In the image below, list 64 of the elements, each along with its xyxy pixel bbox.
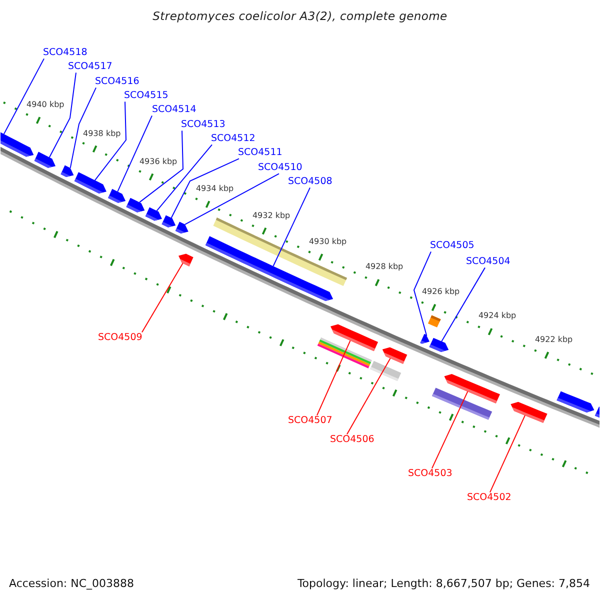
leader-line	[156, 144, 212, 212]
tick-label: 4936 kbp	[139, 156, 178, 166]
gene-block	[330, 324, 378, 352]
tick-label: 4926 kbp	[422, 287, 460, 297]
leader-line	[490, 414, 526, 493]
leader-line	[316, 340, 351, 416]
gene-label: SCO4505	[430, 240, 474, 252]
gene-block	[34, 152, 56, 168]
leader-line	[413, 251, 432, 336]
gene-label: SCO4511	[238, 147, 282, 159]
leader-line	[117, 115, 152, 192]
tick-label: 4940 kbp	[26, 100, 64, 110]
tick-label: 4930 kbp	[308, 236, 347, 246]
gene-block	[510, 402, 548, 423]
leader-line	[272, 187, 310, 267]
leader-line	[432, 391, 468, 469]
gene-block	[0, 132, 34, 157]
leader-line	[184, 173, 280, 225]
gene-block	[429, 338, 449, 352]
tick-label: 4924 kbp	[478, 311, 516, 321]
gene-label: SCO4502	[467, 492, 512, 504]
gene-label: SCO4504	[466, 256, 510, 268]
gene-block	[178, 254, 194, 266]
gene-label: SCO4516	[95, 76, 140, 88]
gene-block	[444, 374, 500, 404]
gene-block	[74, 172, 106, 194]
gene-label: SCO4517	[68, 61, 112, 73]
leader-line	[441, 267, 486, 342]
gene-label: SCO4507	[288, 415, 332, 427]
gene-block	[162, 215, 176, 228]
gene-label: SCO4514	[152, 104, 196, 116]
tick-label: 4922 kbp	[534, 335, 573, 345]
gene-label: SCO4509	[98, 332, 142, 344]
gene-block	[145, 207, 162, 221]
leader-line	[3, 58, 44, 135]
gene-block	[108, 188, 126, 203]
leader-line	[48, 72, 76, 158]
map-title: Streptomyces coelicolor A3(2), complete genome	[152, 10, 448, 24]
leader-line	[142, 262, 184, 333]
leader-line	[170, 158, 240, 218]
tick-label: 4934 kbp	[196, 184, 234, 194]
gene-label: SCO4503	[408, 468, 452, 480]
leader-line	[139, 130, 184, 203]
gene-label: SCO4515	[124, 90, 168, 102]
gene-label: SCO4513	[181, 119, 226, 131]
tick-label: 4928 kbp	[365, 262, 404, 272]
gene-label: SCO4518	[43, 47, 88, 59]
gene-label: SCO4512	[211, 133, 256, 145]
gene-label: SCO4506	[330, 434, 374, 446]
gene-label: SCO4508	[288, 176, 332, 188]
tick-label: 4932 kbp	[252, 210, 290, 220]
genome-stats-label: Topology: linear; Length: 8,667,507 bp; Genes: 7,854	[297, 577, 590, 590]
leader-line	[70, 87, 96, 168]
gene-block	[420, 334, 430, 344]
gene-block	[205, 236, 334, 302]
gene-block	[126, 198, 145, 212]
gene-block	[594, 406, 600, 418]
gene-block	[60, 165, 74, 178]
gene-label: SCO4510	[258, 162, 302, 174]
tick-label: 4938 kbp	[83, 128, 121, 138]
gene-block	[382, 347, 408, 364]
gene-block	[175, 222, 188, 234]
accession-label: Accession: NC_003888	[9, 577, 134, 590]
gene-block	[556, 391, 594, 412]
